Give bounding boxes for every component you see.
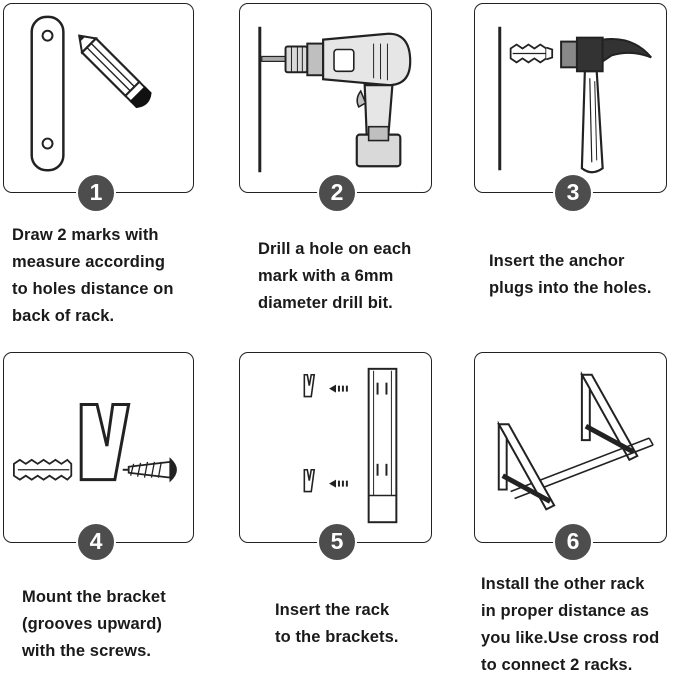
rack-insert-icon — [303, 367, 398, 524]
step-3-badge: 3 — [553, 173, 593, 213]
step-3-caption: Insert the anchor plugs into the holes. — [489, 252, 652, 297]
drill-icon — [258, 26, 412, 173]
step-4-badge: 4 — [76, 522, 116, 562]
step-2-panel — [239, 3, 432, 193]
step-6-caption: Install the other rack in proper distanc… — [481, 575, 660, 674]
step-5-badge: 5 — [317, 522, 357, 562]
step-5-panel — [239, 352, 432, 543]
step-6-badge: 6 — [553, 522, 593, 562]
bracket-screw-icon — [13, 402, 177, 483]
step-1-badge: 1 — [76, 173, 116, 213]
step-2-caption: Drill a hole on each mark with a 6mm dia… — [258, 240, 412, 312]
step-5-caption: Insert the rack to the brackets. — [275, 601, 399, 646]
step-4-caption: Mount the bracket (grooves upward) with … — [22, 588, 166, 660]
step-1-panel — [3, 3, 194, 193]
step-4-panel — [3, 352, 194, 543]
step-2-badge: 2 — [317, 173, 357, 213]
step-1-caption: Draw 2 marks with measure according to h… — [12, 226, 174, 325]
pencil-mark-icon — [30, 15, 152, 172]
hammer-anchor-icon — [498, 26, 652, 174]
two-racks-rod-icon — [497, 371, 654, 511]
step-3-panel — [474, 3, 667, 193]
step-6-panel — [474, 352, 667, 543]
